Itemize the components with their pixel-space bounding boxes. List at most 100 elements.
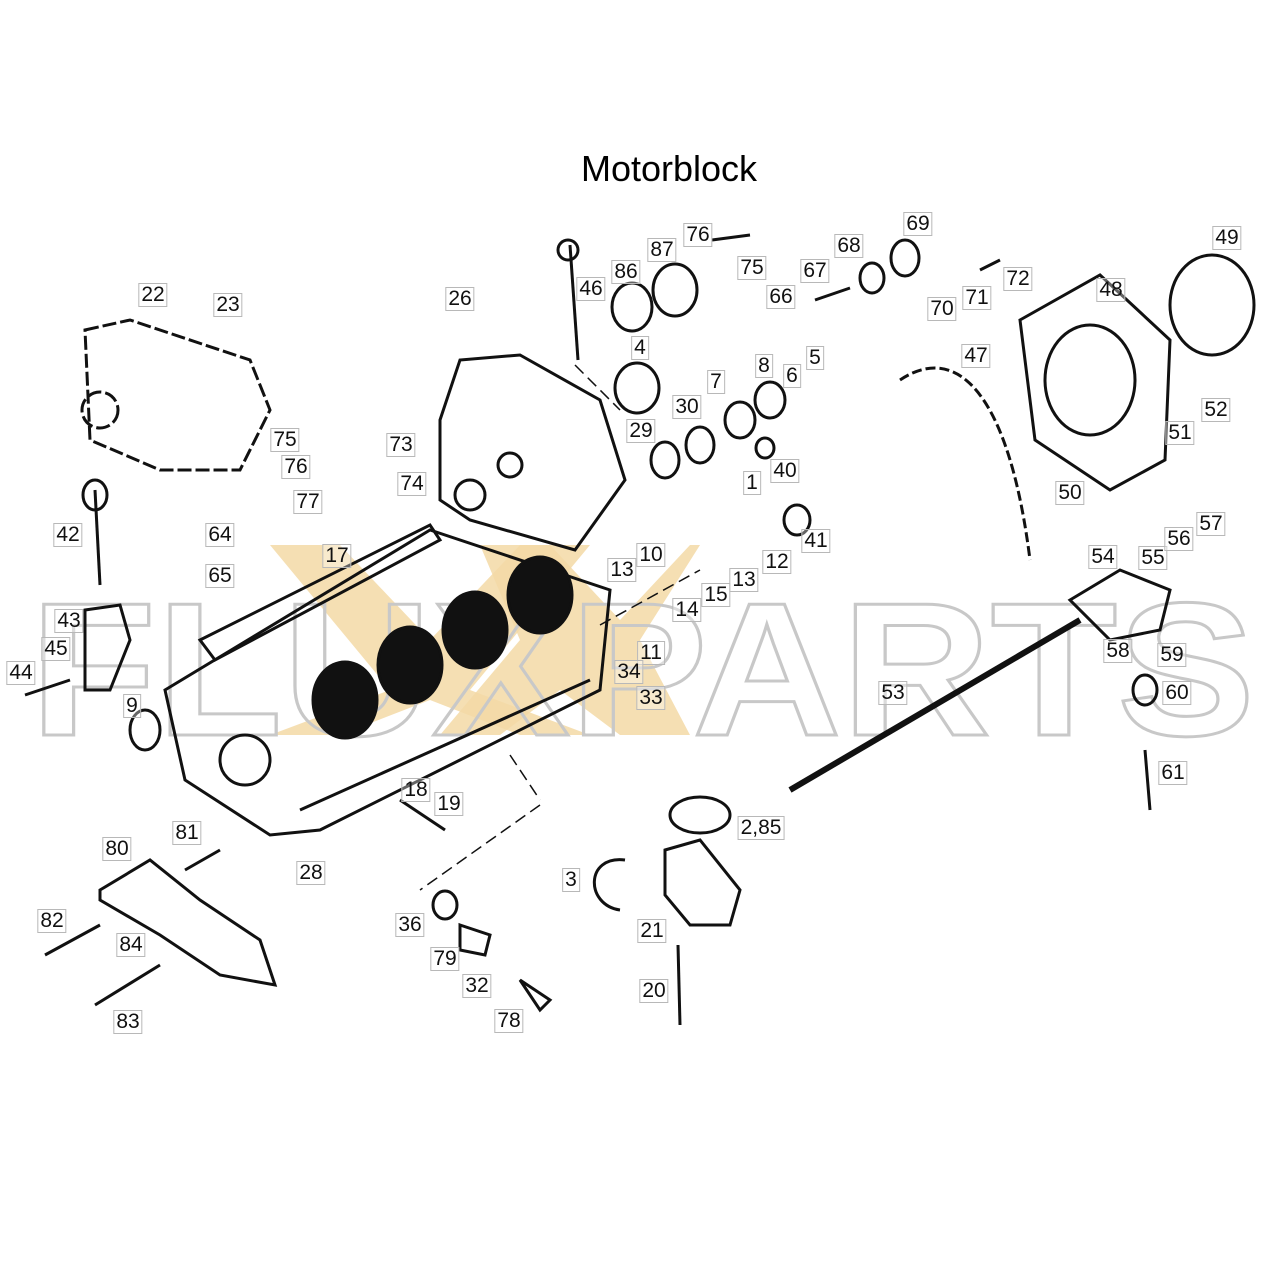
part-label[interactable]: 74: [397, 472, 427, 496]
part-label[interactable]: 26: [445, 287, 475, 311]
part-label[interactable]: 28: [296, 861, 326, 885]
part-label[interactable]: 73: [386, 433, 416, 457]
part-label[interactable]: 78: [494, 1009, 524, 1033]
part-label[interactable]: 15: [701, 583, 731, 607]
part-label[interactable]: 48: [1096, 278, 1126, 302]
part-label[interactable]: 32: [462, 974, 492, 998]
part-label[interactable]: 77: [293, 490, 323, 514]
part-label[interactable]: 9: [123, 694, 141, 718]
cover-80: [98, 858, 278, 987]
part-label[interactable]: 87: [647, 238, 677, 262]
part-label[interactable]: 70: [927, 297, 957, 321]
part-label[interactable]: 82: [37, 909, 67, 933]
part-label[interactable]: 58: [1103, 639, 1133, 663]
part-label[interactable]: 21: [637, 919, 667, 943]
bearing-cap: [663, 838, 742, 927]
part-label[interactable]: 75: [270, 428, 300, 452]
part-label[interactable]: 12: [762, 550, 792, 574]
bolt-82: [44, 923, 101, 957]
part-label[interactable]: 57: [1196, 512, 1226, 536]
part-label[interactable]: 71: [962, 286, 992, 310]
page-title: Motorblock: [580, 148, 758, 189]
oil-pump-54: [1067, 568, 1172, 642]
part-label[interactable]: 43: [54, 609, 84, 633]
part-label[interactable]: 14: [672, 598, 702, 622]
part-label[interactable]: 3: [562, 868, 580, 892]
part-label[interactable]: 42: [53, 523, 83, 547]
part-label[interactable]: 80: [102, 837, 132, 861]
part-label[interactable]: 81: [172, 821, 202, 845]
part-label[interactable]: 75: [737, 256, 767, 280]
seal-49: [1168, 253, 1256, 357]
part-label[interactable]: 76: [281, 455, 311, 479]
part-label[interactable]: 68: [834, 234, 864, 258]
part-label[interactable]: 30: [672, 395, 702, 419]
part-label[interactable]: 6: [783, 364, 801, 388]
front-cover: [438, 353, 627, 552]
part-label[interactable]: 18: [401, 778, 431, 802]
part-label[interactable]: 66: [766, 285, 796, 309]
part-label[interactable]: 61: [1158, 761, 1188, 785]
part-label[interactable]: 47: [961, 344, 991, 368]
part-label[interactable]: 33: [636, 686, 666, 710]
part-label[interactable]: 51: [1165, 421, 1195, 445]
part-label[interactable]: 20: [639, 979, 669, 1003]
bolt-42: [93, 489, 102, 586]
housing-43: [83, 603, 132, 692]
part-label[interactable]: 36: [395, 913, 425, 937]
part-label[interactable]: 46: [576, 277, 606, 301]
cylinder-head-sketch: [80, 318, 272, 472]
part-label[interactable]: 54: [1088, 545, 1118, 569]
bolt-19: [399, 798, 446, 832]
cap-4: [613, 361, 661, 415]
part-label[interactable]: 22: [138, 283, 168, 307]
part-label[interactable]: 8: [755, 354, 773, 378]
part-label[interactable]: 65: [205, 564, 235, 588]
part-label[interactable]: 41: [801, 529, 831, 553]
part-label[interactable]: 40: [770, 459, 800, 483]
part-label[interactable]: 11: [637, 641, 665, 665]
part-label[interactable]: 84: [116, 933, 146, 957]
part-label[interactable]: 67: [800, 259, 830, 283]
rear-cover-48: [1018, 273, 1172, 492]
shaft-53: [788, 617, 1082, 793]
engine-block: [163, 523, 612, 837]
part-label[interactable]: 13: [607, 558, 637, 582]
part-label[interactable]: 72: [1003, 267, 1033, 291]
bolt-83: [94, 963, 161, 1007]
part-label[interactable]: 10: [636, 543, 666, 567]
bolt-20: [676, 944, 682, 1026]
part-label[interactable]: 79: [430, 947, 460, 971]
part-label[interactable]: 34: [614, 660, 644, 684]
sleeve-81: [184, 848, 221, 872]
part-label[interactable]: 45: [41, 637, 71, 661]
part-label[interactable]: 49: [1212, 226, 1242, 250]
part-label[interactable]: 53: [878, 681, 908, 705]
part-label[interactable]: 1: [743, 471, 761, 495]
part-label[interactable]: 19: [434, 792, 464, 816]
part-label[interactable]: 52: [1201, 398, 1231, 422]
part-label[interactable]: 50: [1055, 481, 1085, 505]
part-label[interactable]: 23: [213, 293, 243, 317]
part-label[interactable]: 60: [1162, 681, 1192, 705]
part-label[interactable]: 83: [113, 1010, 143, 1034]
part-label[interactable]: 56: [1164, 527, 1194, 551]
part-label[interactable]: 55: [1138, 546, 1168, 570]
part-label[interactable]: 64: [205, 523, 235, 547]
gasket-47: [899, 366, 1032, 561]
part-label[interactable]: 2,85: [737, 816, 785, 840]
part-label[interactable]: 13: [729, 568, 759, 592]
part-label[interactable]: 76: [683, 223, 713, 247]
part-label[interactable]: 4: [631, 336, 649, 360]
bolt-44: [24, 678, 71, 697]
part-label[interactable]: 59: [1157, 643, 1187, 667]
shim-3: [592, 858, 626, 912]
part-label[interactable]: 69: [903, 212, 933, 236]
part-label[interactable]: 5: [806, 346, 824, 370]
part-label[interactable]: 17: [322, 544, 352, 568]
part-label[interactable]: 7: [707, 370, 725, 394]
part-label[interactable]: 44: [6, 661, 36, 685]
part-label[interactable]: 86: [611, 260, 641, 284]
part-label[interactable]: 29: [626, 419, 656, 443]
